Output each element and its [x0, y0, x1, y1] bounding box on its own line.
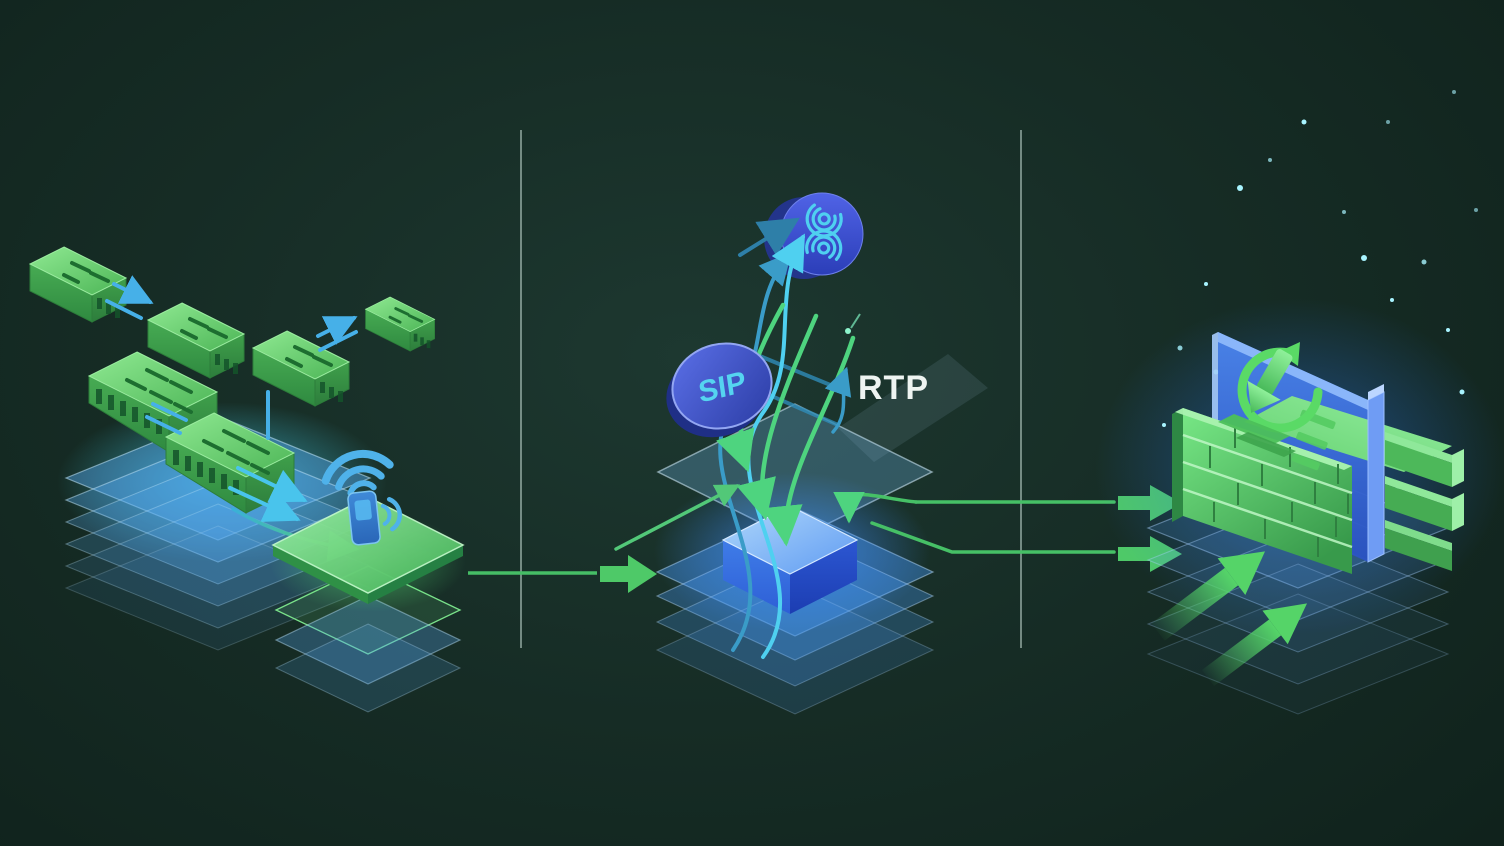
section-storage	[1095, 90, 1504, 715]
egress-connectors	[833, 491, 1116, 554]
up-right-arrow-icon	[1201, 603, 1308, 686]
refresh-download-icon	[1218, 342, 1323, 457]
brick-seams	[1182, 433, 1353, 549]
rtp-label: RTP	[858, 369, 929, 407]
loopback-curl	[833, 491, 918, 524]
sip-badge: SIP	[666, 342, 773, 438]
packet-box-1	[28, 245, 128, 324]
radio-device-icon	[321, 449, 403, 546]
section-processing: SIP RTP	[614, 192, 1182, 715]
wifi-signal-icon	[321, 449, 394, 497]
signal-flow-curves	[716, 233, 856, 659]
section-ingress	[28, 245, 657, 713]
packet-box-4	[364, 295, 437, 353]
brick-joints	[1209, 428, 1349, 557]
layer-pointer-line	[614, 484, 741, 551]
stage-transition-arrow	[468, 555, 657, 593]
light-beam	[838, 354, 988, 462]
up-right-arrow-icon	[1151, 551, 1266, 641]
block-arrow-icon	[600, 555, 657, 593]
sparkle-dot	[845, 313, 861, 334]
packet-flow-arrows	[105, 275, 358, 440]
panel-pillar	[1367, 384, 1385, 563]
disc-pointer-arrow	[738, 217, 800, 257]
gateway-platform	[271, 496, 465, 604]
right-planks	[1385, 432, 1464, 571]
